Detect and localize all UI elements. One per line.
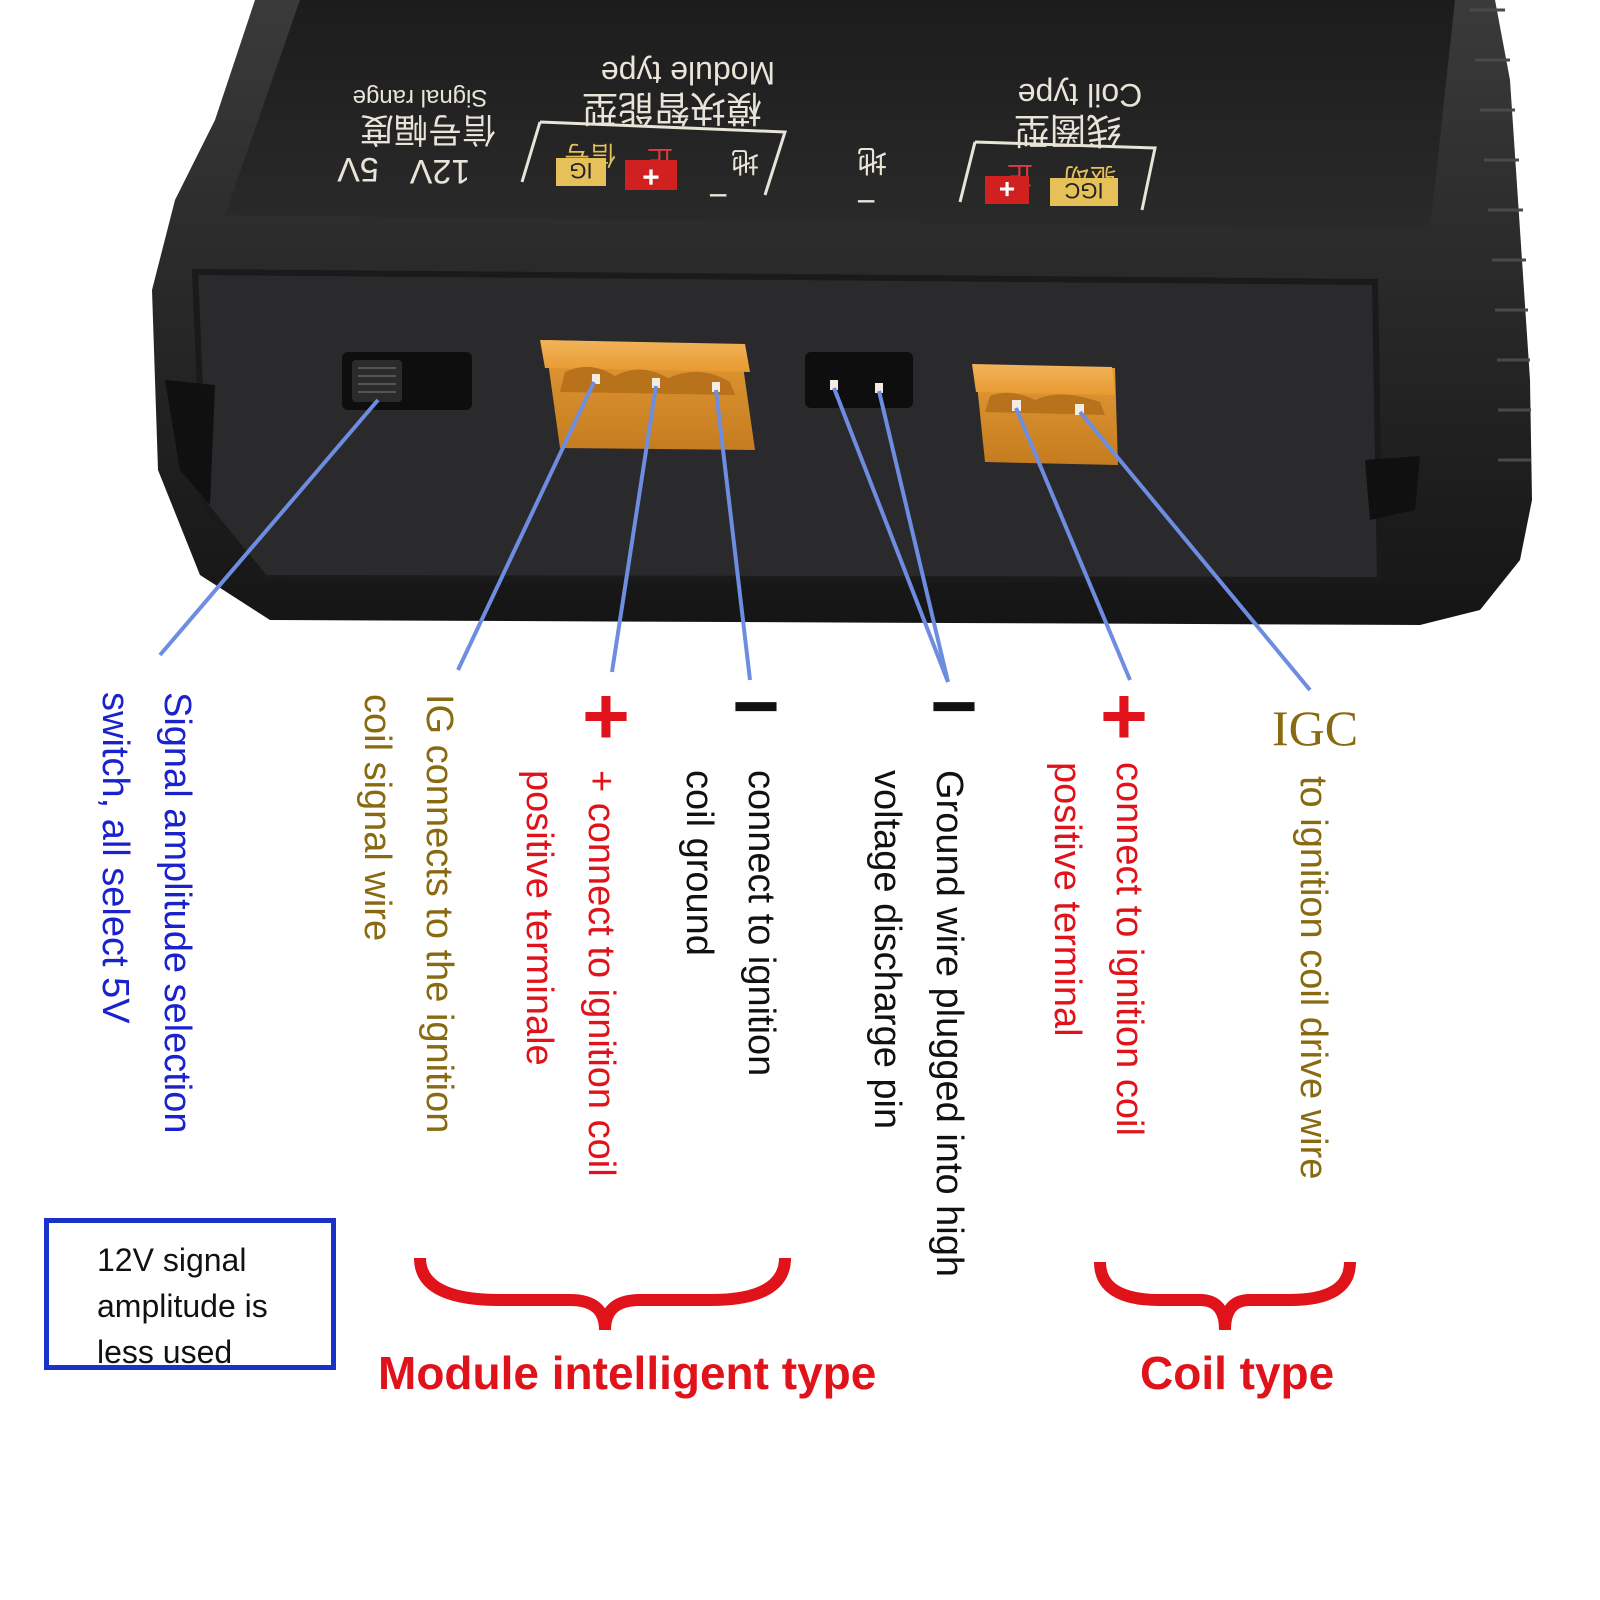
leader-module-positive [610, 385, 658, 673]
annotation-module-ground: connect to ignition coil ground [668, 770, 792, 1076]
annotation-ground-wire-line2: voltage discharge pin [866, 770, 908, 1130]
module-title-cn: 模块智能型 [582, 88, 762, 129]
annotation-coil-positive: connect to ignition coil positive termin… [1036, 762, 1160, 1136]
symbol-minus-ground: − [930, 661, 978, 752]
middle-ground-label: 地 [857, 143, 887, 176]
module-ground-label: 地 [731, 146, 759, 177]
leader-coil-drive [1078, 410, 1312, 692]
note-line3: less used [97, 1334, 233, 1370]
note-box: 12V signal amplitude is less used [44, 1218, 336, 1370]
module-connector [540, 340, 755, 450]
signal-range-title-en: Signal range [353, 84, 488, 111]
coil-plus-label: + [999, 174, 1015, 205]
annotation-ig-wire: IG connects to the ignition coil signal … [346, 694, 470, 1133]
group-label-coil: Coil type [1140, 1347, 1335, 1399]
leader-lines [158, 381, 1312, 692]
group-label-module: Module intelligent type [378, 1347, 877, 1399]
symbol-plus-module: + [582, 671, 630, 762]
middle-minus-label: − [856, 182, 876, 220]
coil-title-en: Coil type [1018, 77, 1143, 113]
coil-connector [972, 364, 1118, 465]
symbol-igc: IGC [1272, 700, 1359, 756]
side-lip [1365, 456, 1420, 520]
annotation-signal-switch-line2: switch, all select 5V [94, 692, 136, 1024]
annotation-coil-drive: to ignition coil drive wire [1282, 776, 1344, 1179]
coil-plus-tag [985, 176, 1029, 204]
leader-signal-switch [158, 398, 380, 657]
annotation-coil-drive-line1: to ignition coil drive wire [1292, 776, 1334, 1180]
module-plus-label: + [642, 160, 660, 193]
front-face [191, 268, 1384, 584]
module-title-en: Module type [601, 55, 775, 91]
igc-tag [1050, 178, 1118, 206]
ground-pin-socket [805, 352, 913, 408]
range-12v-label: 12V [409, 152, 470, 190]
front-lip [165, 380, 215, 505]
ig-tag [556, 158, 606, 186]
leader-ground-b [877, 390, 950, 683]
annotation-signal-switch: Signal amplitude selection switch, all s… [84, 692, 208, 1134]
ig-tag-label: IG [569, 158, 592, 183]
annotation-ground-wire-line1: Ground wire plugged into high [928, 770, 970, 1278]
annotation-coil-positive-line1: connect to ignition coil [1108, 762, 1150, 1136]
annotation-module-ground-line1: connect to ignition [740, 770, 782, 1077]
annotation-module-positive-line2: positive terminale [518, 770, 560, 1066]
grip-ridges [1470, 8, 1531, 462]
annotation-module-positive: + connect to ignition coil positive term… [508, 770, 632, 1177]
panel-legend: 信号幅度 Signal range 12V 5V 模块智能型 Module ty… [337, 55, 1157, 220]
range-5v-label: 5V [337, 150, 379, 188]
module-plus-tag [625, 160, 677, 190]
annotation-module-ground-line2: coil ground [678, 770, 720, 956]
annotation-ground-wire: Ground wire plugged into high voltage di… [856, 770, 980, 1277]
symbol-minus-module: − [732, 661, 780, 752]
signal-switch [342, 352, 472, 410]
annotation-signal-switch-line1: Signal amplitude selection [156, 692, 198, 1134]
note-line1: 12V signal [97, 1242, 247, 1278]
note-line2: amplitude is [97, 1288, 268, 1324]
annotation-ig-wire-line2: coil signal wire [356, 694, 398, 942]
module-minus-label: − [708, 176, 728, 214]
annotation-ig-wire-line1: IG connects to the ignition [418, 694, 460, 1134]
annotation-coil-positive-line2: positive terminal [1046, 762, 1088, 1037]
igc-tag-label: IGC [1064, 178, 1103, 203]
leader-ground-a [832, 387, 950, 683]
leader-coil-positive [1014, 407, 1132, 681]
leader-ig [456, 381, 596, 671]
coil-brace [1094, 1261, 1356, 1331]
coil-legend-bracket [958, 140, 1157, 211]
leader-module-ground [714, 389, 752, 681]
annotation-module-positive-line1: + connect to ignition coil [580, 770, 622, 1177]
top-panel [225, 0, 1455, 230]
module-legend-bracket [520, 120, 788, 196]
signal-range-title-cn: 信号幅度 [360, 110, 496, 148]
symbol-plus-coil: + [1100, 671, 1148, 762]
module-brace [414, 1257, 791, 1331]
